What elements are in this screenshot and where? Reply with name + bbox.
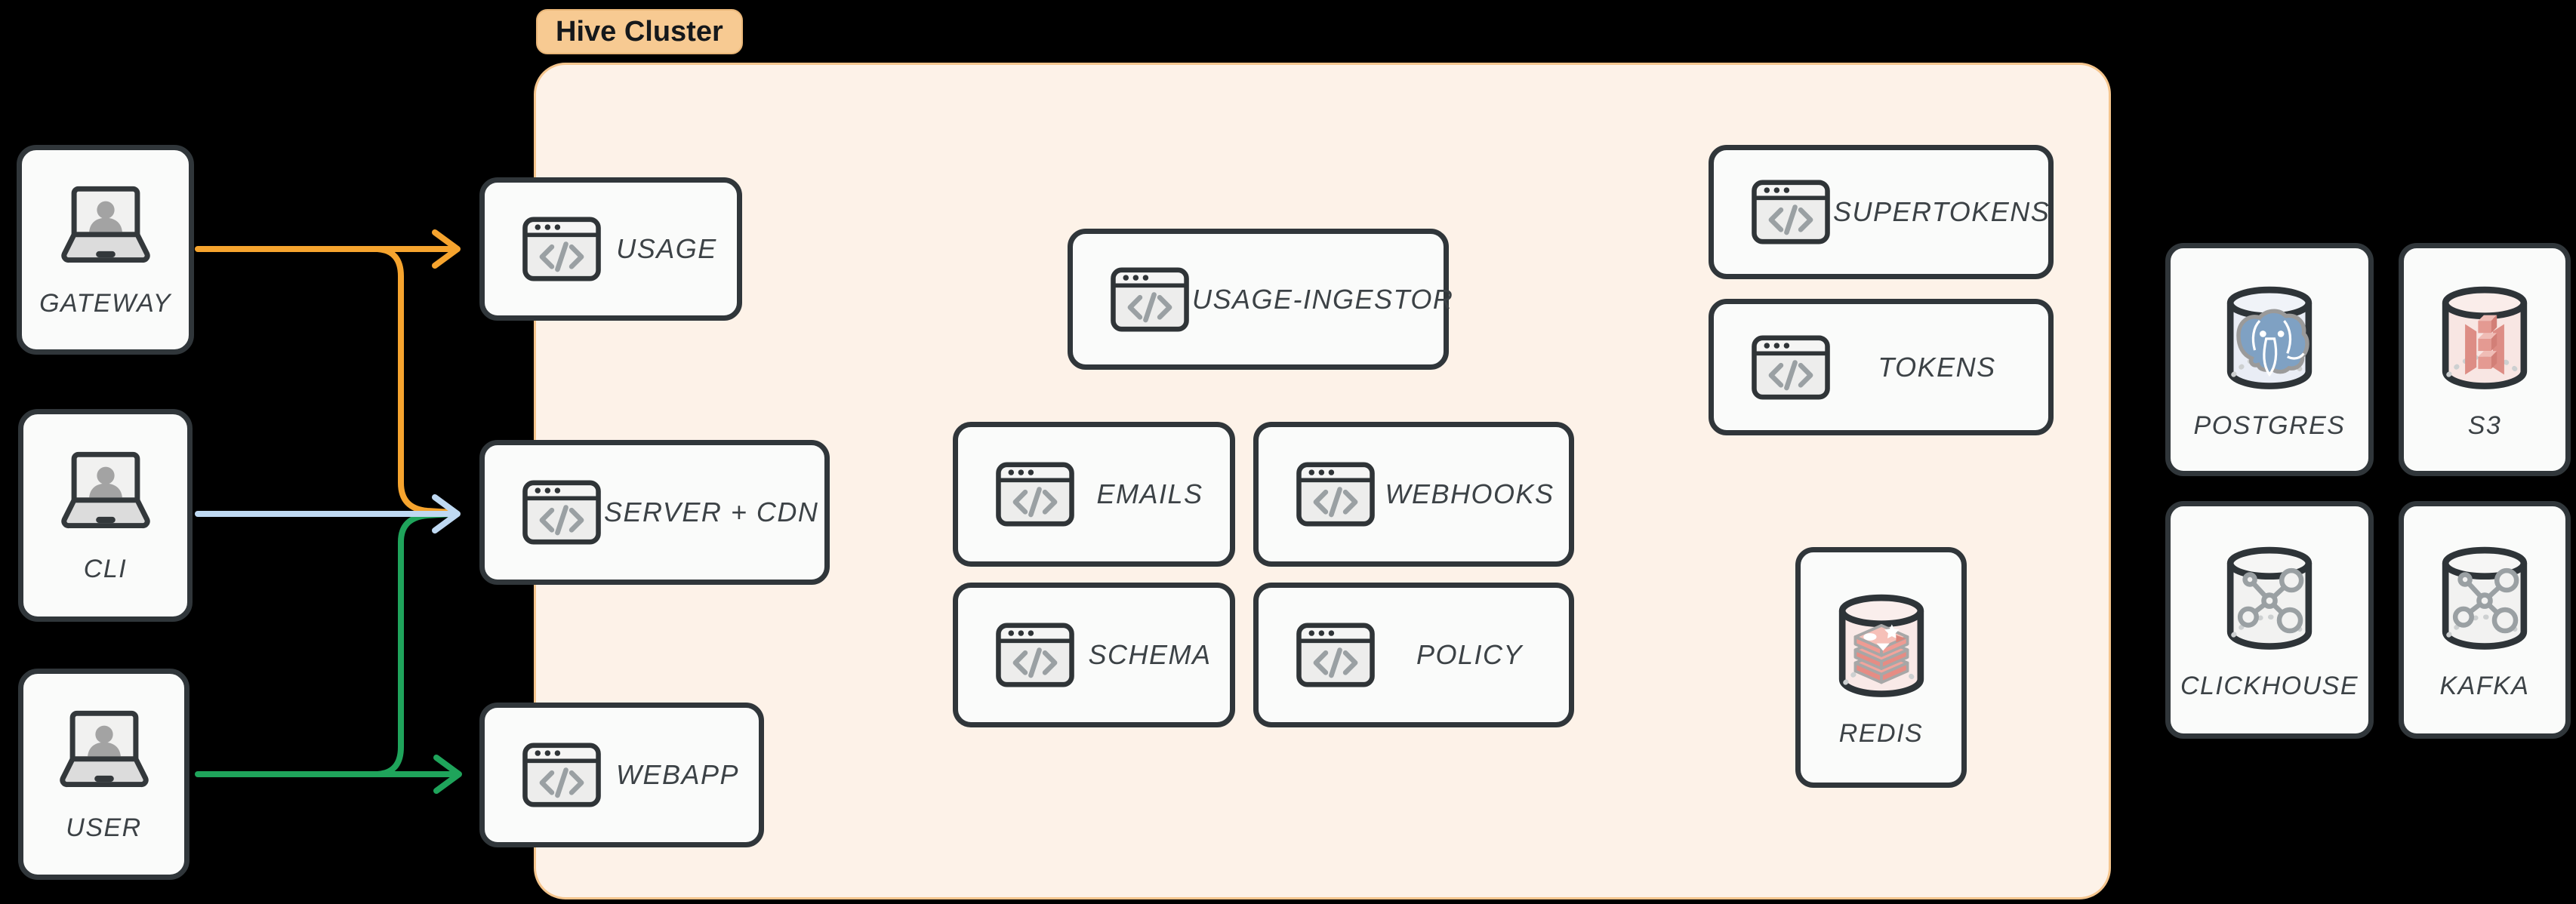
laptop-user-icon bbox=[48, 447, 163, 544]
node-usage-ingestor: USAGE-INGESTOR bbox=[1068, 229, 1453, 370]
s3-database-icon bbox=[2427, 278, 2542, 401]
edge-cli-servercdn-arrowhead bbox=[432, 494, 461, 533]
edge-gateway-usage-arrowhead bbox=[432, 229, 461, 269]
node-server-cdn: SERVER + CDN bbox=[479, 440, 830, 585]
node-webhooks-label: WEBHOOKS bbox=[1385, 478, 1555, 509]
node-s3: S3 bbox=[2399, 243, 2571, 476]
node-usage: USAGE bbox=[479, 177, 742, 321]
node-supertokens-label: SUPERTOKENS bbox=[1833, 196, 2051, 227]
node-cli: CLI bbox=[18, 409, 193, 622]
code-window-icon bbox=[993, 620, 1077, 690]
node-user: USER bbox=[18, 669, 190, 880]
code-window-icon bbox=[1108, 264, 1192, 335]
node-postgres: POSTGRES bbox=[2165, 243, 2374, 476]
code-window-icon bbox=[519, 739, 604, 810]
code-window-icon bbox=[1293, 620, 1378, 690]
node-gateway-label: GATEWAY bbox=[39, 288, 171, 318]
node-emails-label: EMAILS bbox=[1096, 478, 1203, 509]
node-clickhouse: CLICKHOUSE bbox=[2165, 501, 2374, 739]
edge-gateway-servercdn bbox=[374, 246, 454, 515]
node-policy-label: POLICY bbox=[1416, 639, 1524, 670]
node-webhooks: WEBHOOKS bbox=[1253, 422, 1574, 567]
node-usage-label: USAGE bbox=[616, 233, 717, 264]
node-schema: SCHEMA bbox=[953, 583, 1235, 727]
node-supertokens: SUPERTOKENS bbox=[1709, 145, 2054, 279]
node-redis-label: REDIS bbox=[1838, 719, 1924, 748]
code-window-icon bbox=[1749, 177, 1833, 248]
edge-user-servercdn bbox=[374, 511, 454, 777]
node-webapp: WEBAPP bbox=[479, 703, 764, 847]
code-window-icon bbox=[1749, 332, 1833, 403]
node-schema-label: SCHEMA bbox=[1088, 639, 1212, 670]
node-tokens-label: TOKENS bbox=[1878, 351, 1996, 383]
node-tokens: TOKENS bbox=[1709, 299, 2054, 435]
node-redis: REDIS bbox=[1795, 547, 1967, 788]
node-postgres-label: POSTGRES bbox=[2193, 411, 2346, 440]
node-policy: POLICY bbox=[1253, 583, 1574, 727]
node-kafka-label: KAFKA bbox=[2439, 672, 2530, 700]
node-cli-label: CLI bbox=[83, 554, 128, 583]
node-s3-label: S3 bbox=[2467, 411, 2502, 440]
edge-user-webapp-arrowhead bbox=[433, 755, 462, 794]
node-usage-ingestor-label: USAGE-INGESTOR bbox=[1192, 283, 1454, 315]
kafka-database-icon bbox=[2427, 539, 2542, 661]
node-emails: EMAILS bbox=[953, 422, 1235, 567]
node-user-label: USER bbox=[66, 813, 142, 842]
node-server-cdn-label: SERVER + CDN bbox=[604, 497, 819, 527]
node-webapp-label: WEBAPP bbox=[615, 759, 740, 790]
node-clickhouse-label: CLICKHOUSE bbox=[2180, 672, 2359, 700]
laptop-user-icon bbox=[48, 182, 163, 278]
hive-cluster-badge-label: Hive Cluster bbox=[556, 15, 723, 48]
code-window-icon bbox=[519, 214, 604, 284]
redis-database-icon bbox=[1824, 586, 1939, 709]
code-window-icon bbox=[519, 477, 604, 548]
code-window-icon bbox=[1293, 459, 1378, 530]
node-kafka: KAFKA bbox=[2399, 501, 2571, 739]
hive-cluster-badge: Hive Cluster bbox=[536, 9, 743, 54]
node-gateway: GATEWAY bbox=[17, 145, 194, 355]
code-window-icon bbox=[993, 459, 1077, 530]
postgres-database-icon bbox=[2212, 278, 2327, 401]
clickhouse-database-icon bbox=[2212, 539, 2327, 661]
laptop-user-icon bbox=[47, 706, 162, 803]
